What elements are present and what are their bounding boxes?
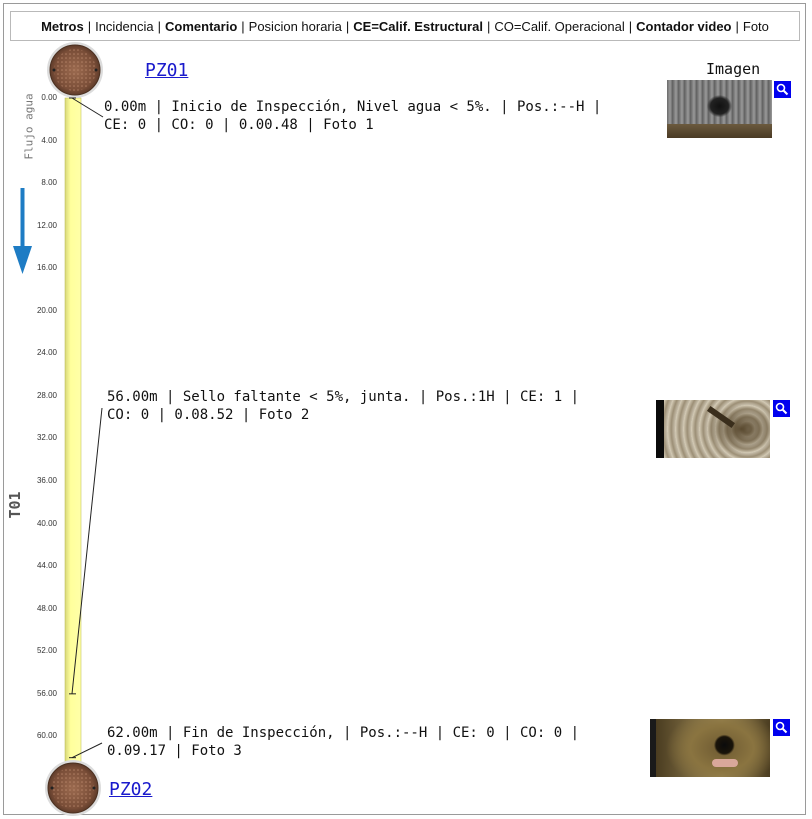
axis-tick-label: 40.00	[36, 518, 57, 528]
legend-foto: Foto	[742, 18, 769, 34]
legend-posicion: Posicion horaria	[248, 18, 342, 34]
flow-direction-arrow-icon	[13, 188, 32, 274]
axis-tick-label: 32.00	[36, 433, 57, 443]
legend-bar: Metros| Incidencia| Comentario| Posicion…	[10, 11, 800, 41]
end-node-link[interactable]: PZ02	[109, 779, 153, 800]
image-column-header: Imagen	[706, 60, 761, 78]
zoom-icon[interactable]	[774, 81, 791, 98]
legend-metros: Metros	[41, 18, 84, 34]
axis-tick-label: 44.00	[36, 561, 57, 571]
observation-2-line1: 56.00m | Sello faltante < 5%, junta. | P…	[107, 389, 580, 405]
manhole-top-icon[interactable]	[47, 42, 103, 98]
axis-tick-label: 20.00	[36, 305, 57, 315]
observation-1-line1: 0.00m | Inicio de Inspección, Nivel agua…	[104, 99, 602, 115]
zoom-icon[interactable]	[773, 400, 790, 417]
flow-label: Flujo agua	[22, 93, 36, 160]
leader-line	[71, 742, 103, 759]
leader-lines	[69, 97, 104, 759]
start-node-link[interactable]: PZ01	[145, 60, 189, 81]
manhole-bottom-icon[interactable]	[45, 760, 101, 816]
axis-tick-label: 24.00	[36, 348, 57, 358]
legend-comentario: Comentario	[165, 18, 238, 34]
legend-ce: CE=Calif. Estructural	[353, 18, 483, 34]
legend-co: CO=Calif. Operacional	[494, 18, 625, 34]
observation-1: 0.00m | Inicio de Inspección, Nivel agua…	[104, 98, 601, 134]
axis-tick-label: 4.00	[41, 135, 57, 145]
axis-tick-label: 8.00	[41, 178, 57, 188]
legend-incidencia: Incidencia	[95, 18, 154, 34]
leader-line	[71, 97, 104, 118]
axis-tick-label: 56.00	[36, 688, 57, 698]
axis-tick-label: 60.00	[36, 731, 57, 741]
axis-tick-label: 48.00	[36, 603, 57, 613]
observation-1-line2: CE: 0 | CO: 0 | 0.00.48 | Foto 1	[104, 117, 374, 133]
axis-tick-label: 0.00	[41, 93, 57, 102]
pipe-segment	[64, 97, 82, 764]
axis-tick-label: 52.00	[36, 646, 57, 656]
photo-3-thumbnail[interactable]	[650, 719, 770, 777]
photo-2-thumbnail[interactable]	[656, 400, 770, 458]
observation-3-line2: 0.09.17 | Foto 3	[107, 743, 242, 759]
report-frame	[3, 3, 806, 815]
leader-line	[71, 407, 103, 694]
photo-1-thumbnail[interactable]	[667, 80, 772, 138]
axis-tick-label: 12.00	[36, 220, 57, 230]
axis-tick-label: 28.00	[36, 390, 57, 400]
observation-3: 62.00m | Fin de Inspección, | Pos.:--H |…	[107, 724, 579, 760]
axis-tick-label: 16.00	[36, 263, 57, 273]
axis-tick-label: 36.00	[36, 476, 57, 486]
segment-label: T01	[6, 491, 24, 519]
observation-3-line1: 62.00m | Fin de Inspección, | Pos.:--H |…	[107, 725, 580, 741]
legend-contador: Contador video	[636, 18, 732, 34]
observation-2-line2: CO: 0 | 0.08.52 | Foto 2	[107, 407, 310, 423]
observation-2: 56.00m | Sello faltante < 5%, junta. | P…	[107, 388, 579, 424]
zoom-icon[interactable]	[773, 719, 790, 736]
